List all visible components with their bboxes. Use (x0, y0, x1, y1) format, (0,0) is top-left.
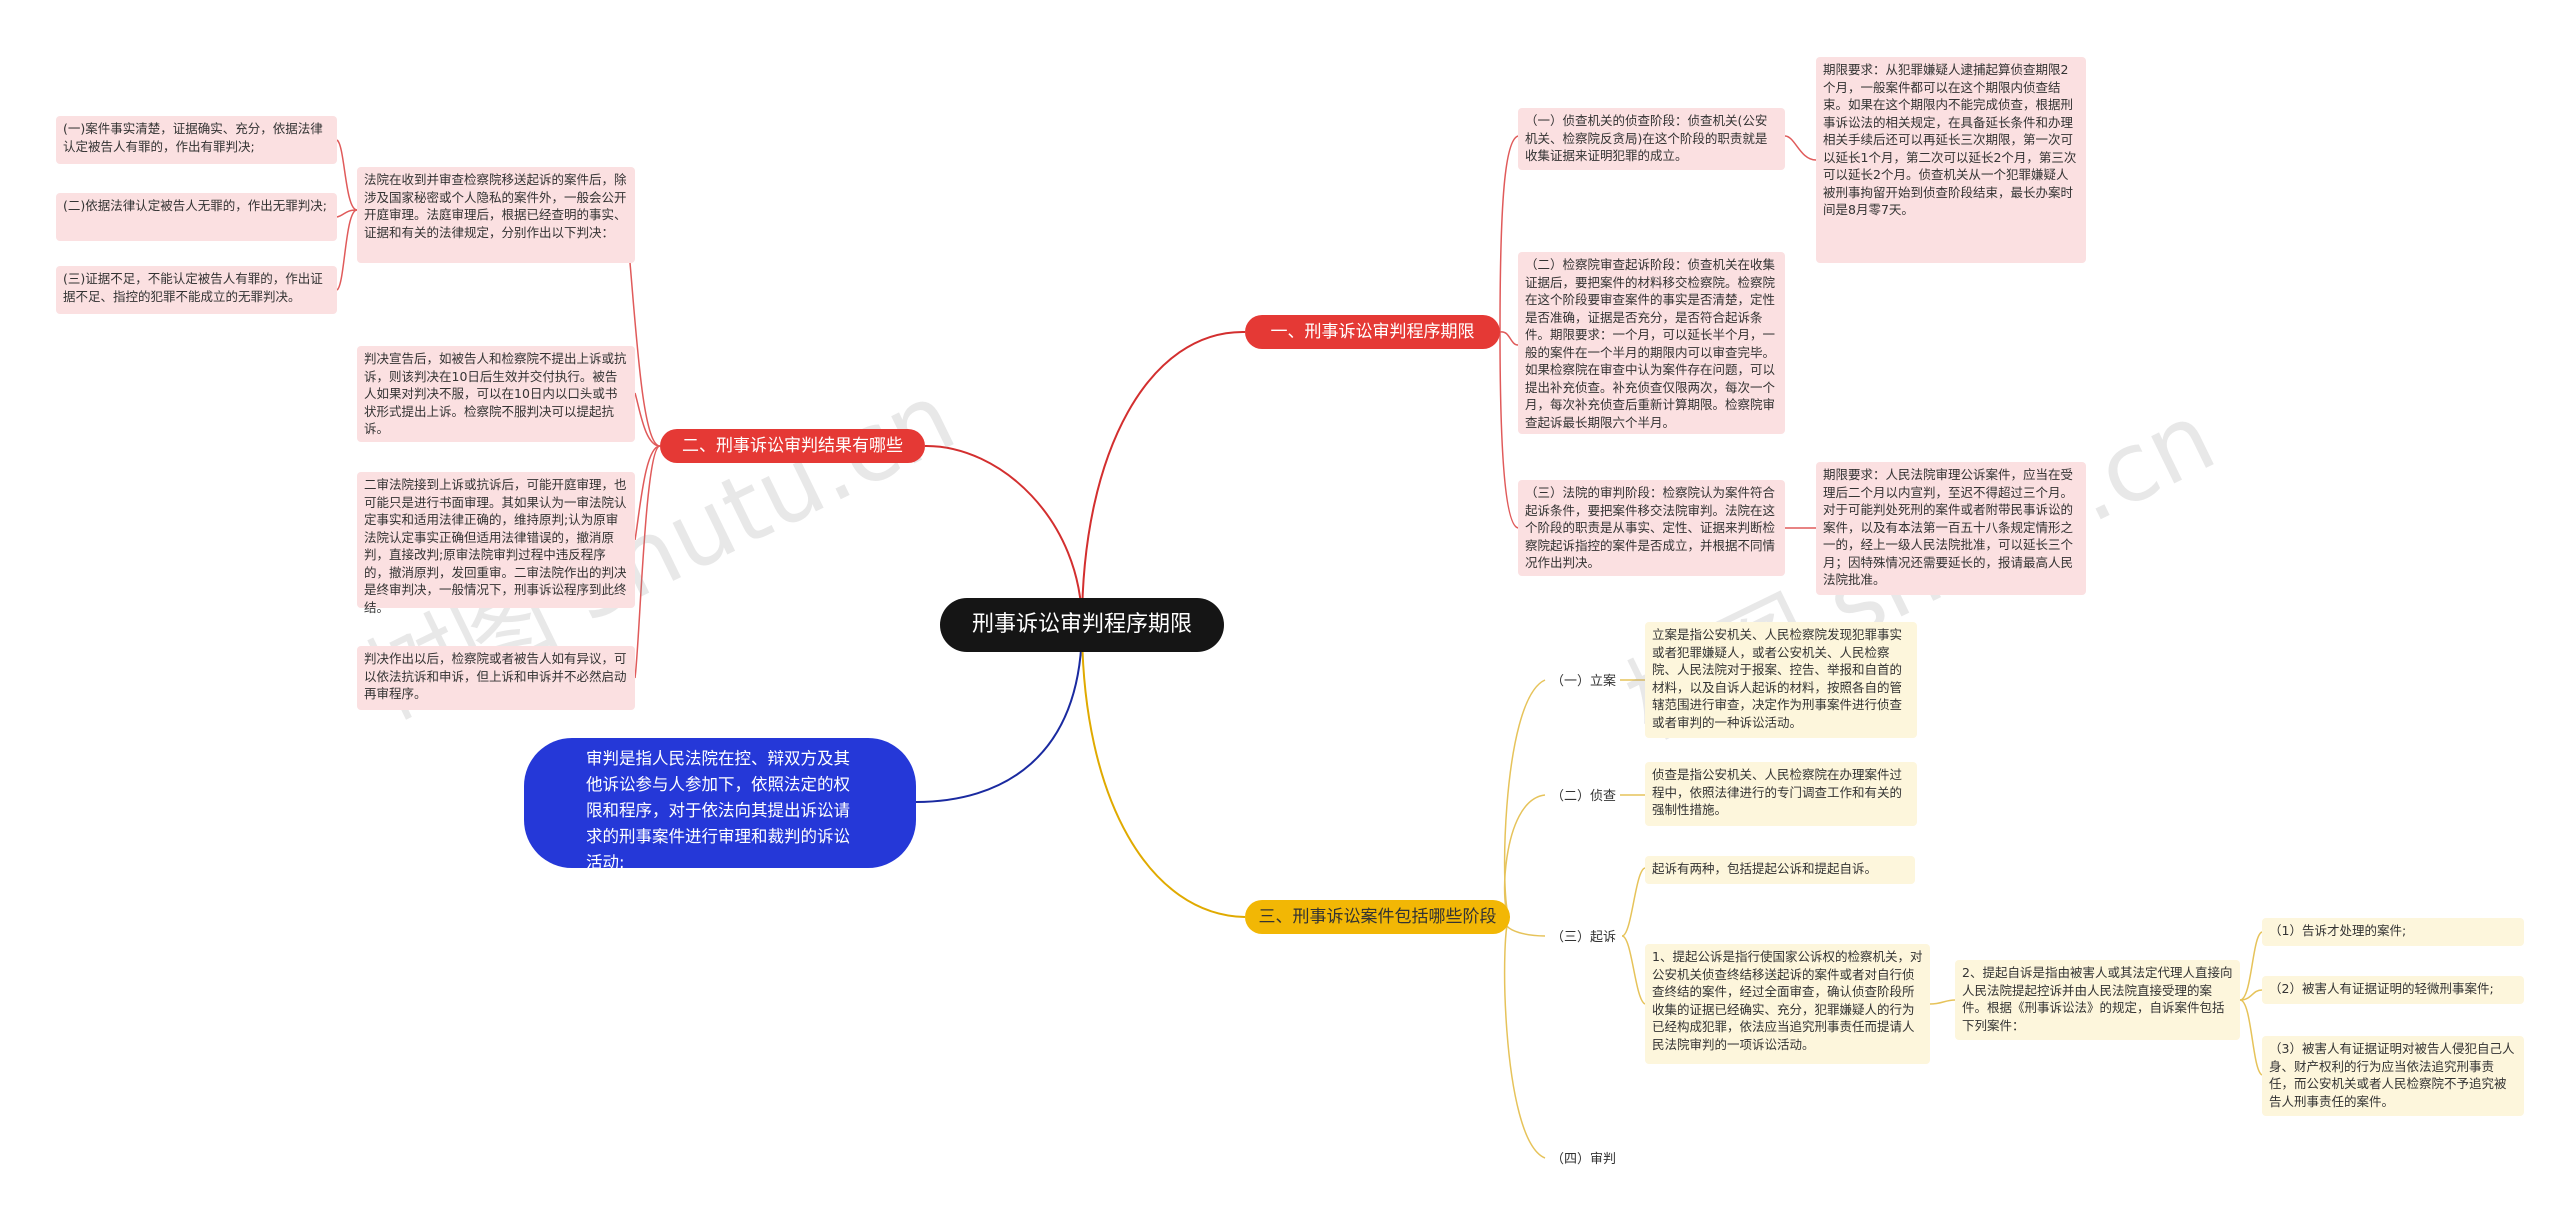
root-topic[interactable]: 刑事诉讼审判程序期限 (940, 598, 1224, 652)
link-root-blue (915, 624, 1083, 803)
private-prosecution[interactable]: 2、提起自诉是指由被害人或其法定代理人直接向人民法院提起控诉并由人民法院直接受理… (1955, 960, 2240, 1040)
trial-deadline-detail[interactable]: 期限要求：人民法院审理公诉案件，应当在受理后二个月以内宣判，至迟不得超过三个月。… (1816, 462, 2086, 595)
investigation-stage[interactable]: （一）侦查机关的侦查阶段：侦查机关(公安机关、检察院反贪局)在这个阶段的职责就是… (1518, 108, 1785, 170)
result-insufficient-evidence[interactable]: (三)证据不足，不能认定被告人有罪的，作出证据不足、指控的犯罪不能成立的无罪判决… (56, 266, 337, 314)
stage-trial[interactable]: （四）审判 (1551, 1152, 1617, 1167)
stage-investigation[interactable]: （二）侦查 (1551, 789, 1617, 804)
definition-node[interactable]: 审判是指人民法院在控、辩双方及其他诉讼参与人参加下，依照法定的权限和程序，对于依… (524, 738, 916, 872)
private-case-2[interactable]: （2）被害人有证据证明的轻微刑事案件; (2262, 976, 2524, 1004)
branch-trial-results[interactable]: 二、刑事诉讼审判结果有哪些 (660, 429, 925, 463)
trial-results-intro[interactable]: 法院在收到并审查检察院移送起诉的案件后，除涉及国家秘密或个人隐私的案件外，一般会… (357, 167, 635, 263)
second-instance-info[interactable]: 二审法院接到上诉或抗诉后，可能开庭审理，也可能只是进行书面审理。其如果认为一审法… (357, 472, 635, 615)
stage-investigation-text[interactable]: 侦查是指公安机关、人民检察院在办理案件过程中，依照法律进行的专门调查工作和有关的… (1645, 762, 1917, 826)
stage-filing[interactable]: （一）立案 (1551, 674, 1617, 689)
private-case-3[interactable]: （3）被害人有证据证明对被告人侵犯自己人身、财产权利的行为应当依法追究刑事责任，… (2262, 1036, 2524, 1116)
link-root-branch1 (1081, 330, 1246, 626)
stage-prosecution[interactable]: （三）起诉 (1551, 930, 1617, 945)
link-root-branch3 (1081, 624, 1246, 918)
prosecution-review-stage[interactable]: （二）检察院审查起诉阶段：侦查机关在收集证据后，要把案件的材料移交检察院。检察院… (1518, 252, 1785, 434)
public-prosecution[interactable]: 1、提起公诉是指行使国家公诉权的检察机关，对公安机关侦查终结移送起诉的案件或者对… (1645, 944, 1930, 1064)
prosecution-types[interactable]: 起诉有两种，包括提起公诉和提起自诉。 (1645, 856, 1915, 884)
investigation-deadline-detail[interactable]: 期限要求：从犯罪嫌疑人逮捕起算侦查期限2个月，一般案件都可以在这个期限内侦查结束… (1816, 57, 2086, 263)
trial-stage[interactable]: （三）法院的审判阶段：检察院认为案件符合起诉条件，要把案件移交法院审判。法院在这… (1518, 480, 1785, 576)
link-root-branch2 (924, 444, 1083, 626)
result-guilty[interactable]: (一)案件事实清楚，证据确实、充分，依据法律认定被告人有罪的，作出有罪判决; (56, 116, 337, 164)
retrial-info[interactable]: 判决作出以后，检察院或者被告人如有异议，可以依法抗诉和申诉，但上诉和申诉并不必然… (357, 646, 635, 710)
appeal-info[interactable]: 判决宣告后，如被告人和检察院不提出上诉或抗诉，则该判决在10日后生效并交付执行。… (357, 346, 635, 442)
branch-procedure-deadlines[interactable]: 一、刑事诉讼审判程序期限 (1245, 315, 1500, 349)
private-case-1[interactable]: （1）告诉才处理的案件; (2262, 918, 2524, 946)
branch-case-stages[interactable]: 三、刑事诉讼案件包括哪些阶段 (1245, 900, 1510, 934)
stage-filing-text[interactable]: 立案是指公安机关、人民检察院发现犯罪事实或者犯罪嫌疑人，或者公安机关、人民检察院… (1645, 622, 1917, 738)
result-not-guilty[interactable]: (二)依据法律认定被告人无罪的，作出无罪判决; (56, 193, 337, 241)
